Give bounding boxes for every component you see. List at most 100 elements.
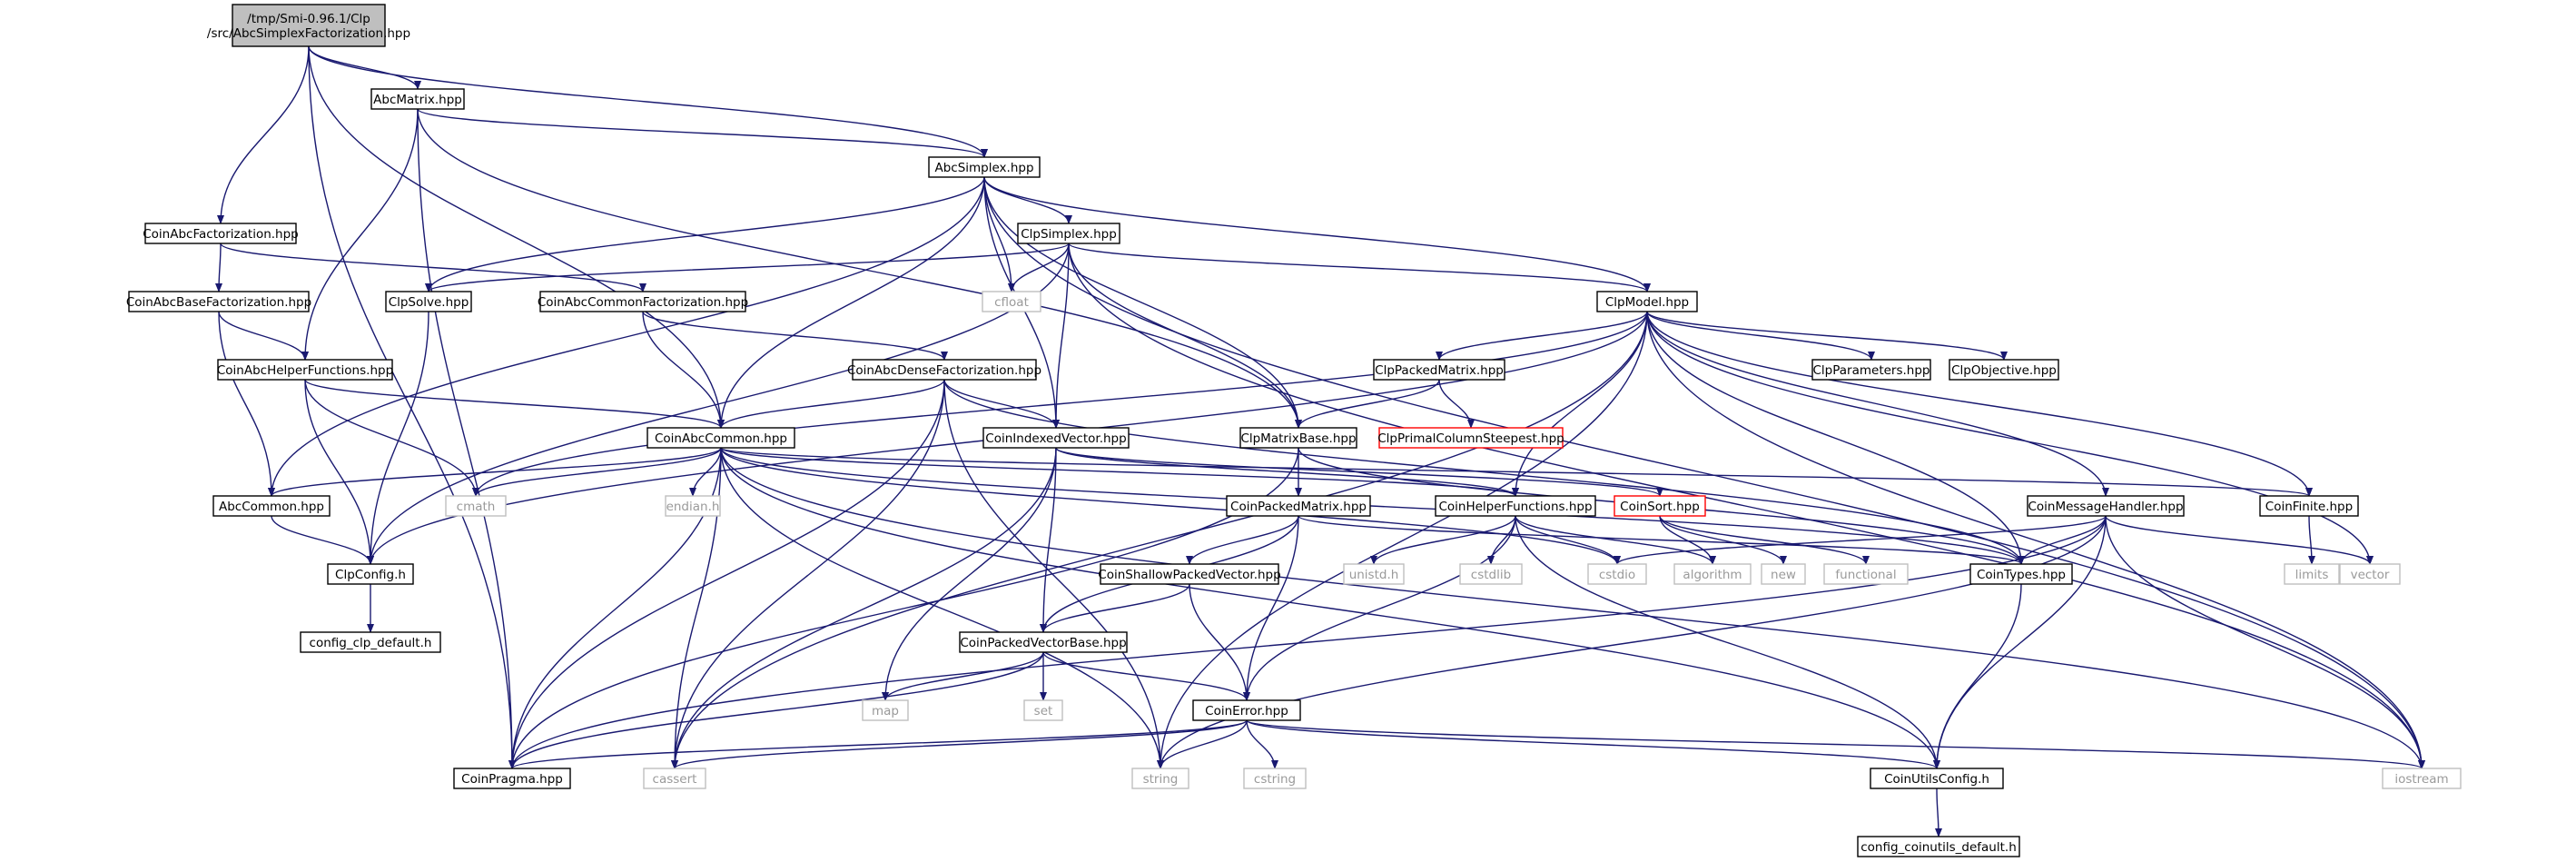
node-clpconfig-label: ClpConfig.h [335,568,406,582]
node-abcmatrix-box [370,88,465,110]
node-coinutilsconfig[interactable]: CoinUtilsConfig.h [1870,768,2004,789]
edge-clpmodel-to-iostream [1646,311,2425,769]
node-coinabcfactorization-box [144,223,297,244]
node-coinpackedvectorbase[interactable]: CoinPackedVectorBase.hpp [959,631,1128,653]
node-algorithm-box [1673,563,1752,585]
node-coinabcbasefactorization-box [128,291,310,312]
node-limits: limits [2284,563,2340,585]
node-coinabchelperfunctions-label: CoinAbcHelperFunctions.hpp [217,363,393,378]
edge-coinindexedvector-to-coinhelperfunctions [1055,447,1519,497]
edge-coinfinite-to-limits [2307,515,2315,565]
edge-clpsimplex-to-clpsolve [425,243,1070,292]
node-endian-label: endian.h [666,500,720,514]
node-cointypes[interactable]: CoinTypes.hpp [1969,563,2073,585]
node-coinfinite[interactable]: CoinFinite.hpp [2259,495,2359,517]
node-clpsolve-label: ClpSolve.hpp [389,295,469,310]
node-coinmessagehandler[interactable]: CoinMessageHandler.hpp [2027,495,2185,517]
node-coinindexedvector[interactable]: CoinIndexedVector.hpp [982,427,1130,449]
node-coinpackedmatrix[interactable]: CoinPackedMatrix.hpp [1226,495,1371,517]
edge-clpsimplex-to-iostream [1068,243,2425,769]
node-clpconfig[interactable]: ClpConfig.h [327,563,414,585]
node-cmath: cmath [445,495,507,517]
node-coinabcfactorization[interactable]: CoinAbcFactorization.hpp [143,223,299,244]
node-clpconfig-box [327,563,414,585]
node-config_clp_default[interactable]: config_clp_default.h [300,631,441,653]
edge-coinpackedvectorbase-to-coinerror [1042,651,1250,701]
edge-coinabcbasefactorization-to-coinabchelperfunctions [218,311,309,361]
node-vector: vector [2339,563,2401,585]
node-abccommon-label: AbcCommon.hpp [219,500,324,514]
edge-root-to-abcmatrix [308,45,421,90]
node-coinpragma[interactable]: CoinPragma.hpp [453,768,571,789]
node-clpobjective-label: ClpObjective.hpp [1951,363,2057,378]
node-clpmodel[interactable]: ClpModel.hpp [1596,291,1698,312]
edge-coinshallowpackedvector-to-coinerror [1189,583,1250,701]
node-coinhelperfunctions[interactable]: CoinHelperFunctions.hpp [1435,495,1596,517]
node-abcsimplex[interactable]: AbcSimplex.hpp [928,156,1041,178]
node-cstdlib: cstdlib [1459,563,1523,585]
node-clpmodel-box [1596,291,1698,312]
edge-coinhelperfunctions-to-coinerror [1243,515,1516,701]
node-root[interactable]: /tmp/Smi-0.96.1/Clp/src/AbcSimplexFactor… [207,4,410,47]
edge-coinsort-to-functional [1659,515,1870,565]
node-clpsimplex[interactable]: ClpSimplex.hpp [1017,223,1120,244]
edge-coinhelperfunctions-to-cstdio [1515,515,1621,565]
node-coinsort[interactable]: CoinSort.hpp [1614,495,1706,517]
node-coinpackedmatrix-label: CoinPackedMatrix.hpp [1230,500,1367,514]
node-coinhelperfunctions-box [1435,495,1596,517]
node-coinpragma-box [453,768,571,789]
node-clpobjective[interactable]: ClpObjective.hpp [1949,359,2059,381]
node-vector-box [2339,563,2401,585]
edge-coinabcbasefactorization-to-abccommon [218,311,275,497]
edge-coinabccommon-to-coinhelperfunctions [720,447,1519,497]
node-coinmessagehandler-label: CoinMessageHandler.hpp [2028,500,2183,514]
node-clppackedmatrix[interactable]: ClpPackedMatrix.hpp [1373,359,1505,381]
edge-abcsimplex-to-clpmodel [983,176,1651,292]
edge-coinabchelperfunctions-to-clpconfig [304,379,374,565]
node-coinabccommon-label: CoinAbcCommon.hpp [655,431,787,446]
node-unistd-label: unistd.h [1349,568,1399,582]
node-coinshallowpackedvector[interactable]: CoinShallowPackedVector.hpp [1098,563,1281,585]
edge-clpmodel-to-clpobjective [1646,311,2008,361]
node-coinabccommonfactorization-box [539,291,746,312]
node-new-box [1761,563,1806,585]
node-coinpackedvectorbase-box [959,631,1128,653]
edge-abcsimplex-to-clpsolve [425,176,985,292]
edge-abcsimplex-to-abccommon [268,176,985,497]
node-clpmatrixbase[interactable]: ClpMatrixBase.hpp [1239,427,1357,449]
edge-cointypes-to-coinutilsconfig [1933,583,2022,769]
node-coinabccommon[interactable]: CoinAbcCommon.hpp [646,427,795,449]
node-clpsolve[interactable]: ClpSolve.hpp [385,291,472,312]
node-clpsimplex-label: ClpSimplex.hpp [1021,227,1117,242]
edge-coinabchelperfunctions-to-coinabccommon [304,379,725,429]
node-clppackedmatrix-label: ClpPackedMatrix.hpp [1375,363,1504,378]
edge-coinabcfactorization-to-coinabccommonfactorization [220,243,646,292]
edge-coinabccommonfactorization-to-coinabccommon [642,311,725,429]
node-coinabcbasefactorization[interactable]: CoinAbcBaseFactorization.hpp [126,291,311,312]
edge-coinerror-to-iostream [1246,719,2425,769]
node-coinerror-box [1192,699,1301,721]
edge-coinabcdensefactorization-to-coinpragma [508,379,945,769]
node-abcsimplex-label: AbcSimplex.hpp [934,161,1033,175]
node-functional-label: functional [1835,568,1896,582]
edge-root-to-coinpragma [308,45,516,769]
node-config_coinutils_default[interactable]: config_coinutils_default.h [1857,836,2020,857]
node-coinsort-box [1614,495,1706,517]
edge-clpmodel-to-coinhelperfunctions [1512,311,1648,497]
node-clpparameters[interactable]: ClpParameters.hpp [1811,359,1931,381]
node-coinerror[interactable]: CoinError.hpp [1192,699,1301,721]
node-abccommon-box [212,495,331,517]
node-iostream: iostream [2382,768,2462,789]
node-coinabcdensefactorization[interactable]: CoinAbcDenseFactorization.hpp [847,359,1041,381]
edge-coinpackedmatrix-to-coinshallowpackedvector [1186,515,1299,565]
edge-abcmatrix-to-abcsimplex [417,108,988,158]
node-cointypes-box [1969,563,2073,585]
node-coinabccommonfactorization[interactable]: CoinAbcCommonFactorization.hpp [538,291,748,312]
node-abccommon[interactable]: AbcCommon.hpp [212,495,331,517]
node-abcmatrix[interactable]: AbcMatrix.hpp [370,88,465,110]
edge-coinmessagehandler-to-cstdio [1614,515,2107,565]
node-coinabchelperfunctions[interactable]: CoinAbcHelperFunctions.hpp [217,359,393,381]
node-cstdio: cstdio [1587,563,1647,585]
node-clpprimalcolumnsteepest[interactable]: ClpPrimalColumnSteepest.hpp [1377,427,1564,449]
node-endian: endian.h [665,495,721,517]
